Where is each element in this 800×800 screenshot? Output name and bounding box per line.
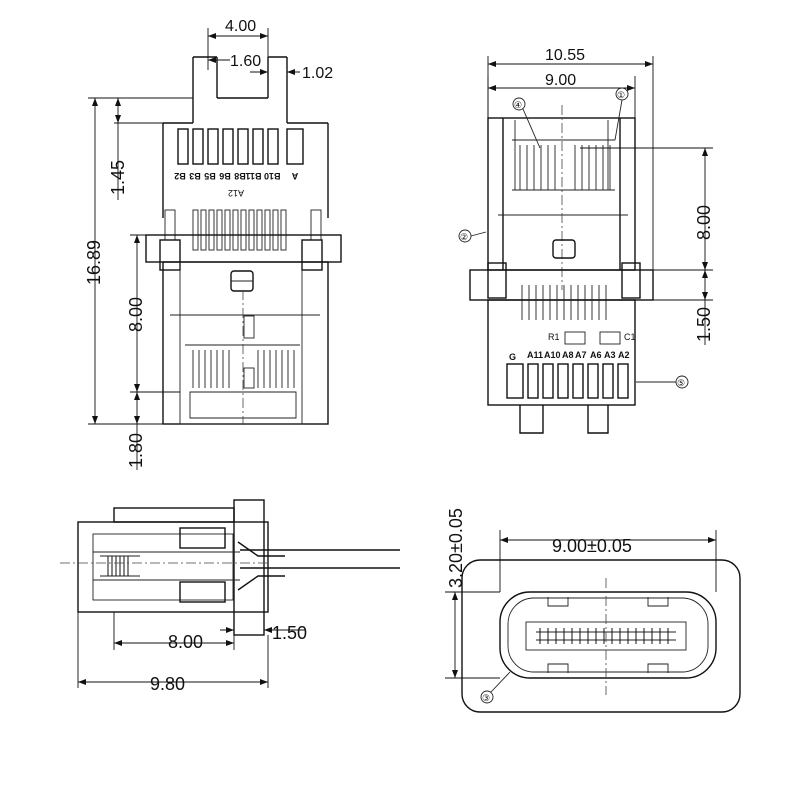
spring-contacts-right [512,139,615,191]
pin-label: B6 [219,171,231,181]
top-right-view: R1 C1 G A11 A10 A8 A7 A6 A3 A2 1 [458,47,714,434]
dim-pcb-offset: 1.50 [694,307,714,342]
dim-inner-width: 9.00 [545,72,576,89]
dim-pin-width: 1.60 [230,53,261,70]
small-label-c1: C1 [624,332,636,342]
dim-overall-length: 16.89 [84,240,104,285]
callout-1: ① [617,90,625,100]
small-label: A12 [228,188,244,198]
dim-body-length-right: 8.00 [694,205,714,240]
dim-side-body-length: 8.00 [168,632,203,652]
pin-fingers [164,209,322,251]
pin-label: A8 [562,350,574,360]
pin-label: G [509,352,516,362]
side-view: 8.00 1.50 9.80 [60,499,400,694]
hatched-contacts [107,556,129,576]
callout-5: ⑤ [677,378,685,388]
pin-label: A6 [590,350,602,360]
callout-2: ② [460,232,468,242]
pin-label: B8 [234,171,246,181]
pin-label: A10 [544,350,561,360]
pin-label: B3 [189,171,201,181]
dim-front-height: 3.20±0.05 [446,508,466,588]
dim-front-width: 9.00±0.05 [552,536,632,556]
spring-contacts [192,350,295,388]
bottom-pads [506,363,629,399]
pin-labels-lower: G A11 A10 A8 A7 A6 A3 A2 [509,350,630,362]
dim-front-offset: 1.80 [126,433,146,468]
tail-pads [177,128,304,165]
pin-label: B2 [174,171,186,181]
pin-label: B5 [204,171,216,181]
pin-label: A11 [527,350,543,360]
tongue-contacts [539,628,669,644]
front-view: 9.00±0.05 3.20±0.05 ③ [445,508,741,713]
pin-label: A2 [618,350,630,360]
dim-tail-height: 1.45 [108,160,128,195]
dim-pin-offset: 1.02 [302,65,333,82]
callout-3: ③ [482,693,490,703]
pin-fingers-right [521,285,607,320]
dim-pin-span: 4.00 [225,18,256,35]
dim-body-length-left: 8.00 [126,297,146,332]
dim-side-overall-length: 9.80 [150,674,185,694]
pin-label: A [291,171,298,181]
pin-label: A7 [575,350,587,360]
small-label-r1: R1 [548,332,560,342]
dim-side-flange: 1.50 [272,623,307,643]
callout-4: ④ [514,100,522,110]
top-left-view: B2 B3 B5 B6 B8 B10 B11 A A12 [84,18,342,470]
pin-label: A3 [604,350,616,360]
pin-labels-upper: B2 B3 B5 B6 B8 B10 B11 A A12 [174,171,298,198]
pin-label: B10 B11 [245,171,280,181]
dim-overall-width: 10.55 [545,47,585,64]
